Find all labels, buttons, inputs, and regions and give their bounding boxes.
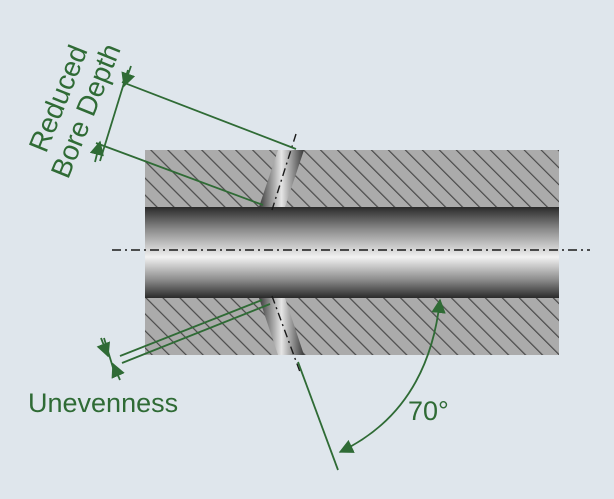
cross-bore-centerline-lower (271, 295, 301, 373)
cross-bore-lower (259, 298, 304, 355)
reduced-bore-depth-dimension (89, 65, 297, 206)
unevenness-dimension (96, 299, 271, 381)
cross-bore-upper (259, 150, 304, 207)
angle-label: 70° (408, 396, 449, 426)
angle-dimension (297, 298, 446, 471)
main-bore (145, 207, 559, 298)
unevenness-label: Unevenness (28, 388, 178, 418)
